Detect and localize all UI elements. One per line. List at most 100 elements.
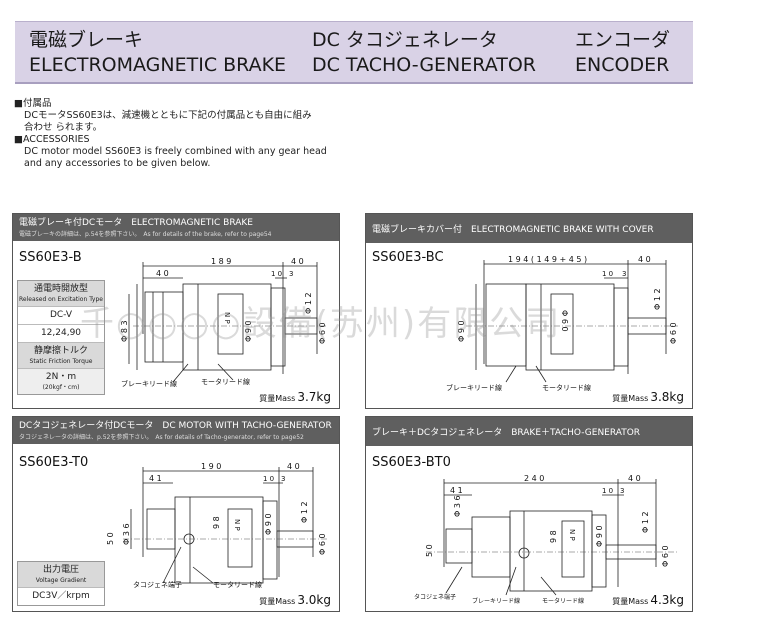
spec-torque: 静摩擦トルク Static Friction Torque	[18, 343, 104, 369]
spec-torque-nm: 2N・m	[45, 372, 77, 382]
spec-voltage-values: 12,24,90	[18, 325, 104, 343]
banner-encoder-jp: エンコーダ	[575, 29, 671, 51]
lead-tacho: タコジェネ端子	[133, 580, 182, 589]
dim-3: 3	[620, 487, 624, 495]
dim-np: N P	[568, 529, 576, 541]
spec-torque-kgf: (20kgf・cm)	[42, 384, 80, 391]
dim-40: 4 0	[287, 462, 300, 471]
dim-phi12: Φ 1 2	[641, 511, 650, 533]
lead-brake: ブレーキリード線	[446, 383, 502, 392]
panel-brake-spec: 通電時開放型 Released on Excitation Type DC-V …	[17, 280, 105, 395]
dim-40: 4 0	[638, 255, 651, 264]
dim-np: N P	[223, 312, 231, 324]
spec-type-en: Released on Excitation Type	[19, 296, 103, 303]
dim-10: 1 0	[271, 270, 282, 278]
dim-98: 9 8	[549, 530, 558, 543]
drawing-brake-tacho: 2 4 0 4 1 4 0 1 0 3 5 0 Φ 3 6 9 8 Φ 9 0 …	[414, 474, 678, 605]
dim-190: 1 9 0	[201, 462, 221, 471]
dim-phi90: Φ 9 0	[457, 320, 466, 342]
panel-brake-tacho: ブレーキ＋DCタコジェネレータ BRAKE＋TACHO-GENERATOR SS…	[365, 416, 693, 612]
spec-type-jp: 通電時開放型	[33, 284, 88, 294]
dim-phi60: Φ 6 0	[669, 322, 678, 344]
lead-motor: モータリード線	[201, 377, 250, 386]
dim-40b: 4 0	[291, 257, 304, 266]
panel-tacho-model: SS60E3-T0	[19, 455, 89, 470]
dim-240: 2 4 0	[524, 474, 544, 483]
panel-brake-tacho-header: ブレーキ＋DCタコジェネレータ BRAKE＋TACHO-GENERATOR	[366, 417, 692, 446]
panel-brake-header: 電磁ブレーキ付DCモータ ELECTROMAGNETIC BRAKE 電磁ブレー…	[13, 214, 339, 241]
dim-3: 3	[289, 270, 293, 278]
mass-value: 4.3kg	[650, 593, 684, 607]
spec-output-jp: 出力電圧	[42, 565, 79, 575]
dim-189: 1 8 9	[211, 257, 231, 266]
panel-brake-cover-title: 電磁ブレーキカバー付 ELECTROMAGNETIC BRAKE WITH CO…	[372, 225, 654, 235]
dim-np: N P	[233, 519, 241, 531]
lead-brake: ブレーキリード線	[472, 597, 520, 605]
panel-tacho-spec: 出力電圧 Voltage Gradient DC3V／krpm	[17, 561, 105, 606]
spec-type: 通電時開放型 Released on Excitation Type	[18, 281, 104, 307]
mass-label: 質量Mass	[259, 597, 296, 606]
banner-tacho: DC タコジェネレータ DC TACHO-GENERATOR	[312, 28, 536, 78]
drawing-brake: 1 8 9 4 0 4 0 1 0 3 Φ 8 3 Φ 9 0 Φ 1 2 Φ …	[120, 257, 328, 388]
spec-torque-value: 2N・m (20kgf・cm)	[18, 369, 104, 394]
banner-encoder: エンコーダ ENCODER	[575, 28, 670, 78]
dim-phi90: Φ 9 0	[244, 320, 253, 342]
spec-torque-en: Static Friction Torque	[29, 358, 93, 365]
header-banner: 電磁ブレーキ ELECTROMAGNETIC BRAKE DC タコジェネレータ…	[15, 21, 693, 84]
dim-3: 3	[622, 270, 626, 278]
panel-brake-cover: 電磁ブレーキカバー付 ELECTROMAGNETIC BRAKE WITH CO…	[365, 213, 693, 409]
drawing-tacho: 1 9 0 4 1 4 0 1 0 3 5 0 Φ 3 6 9 8 Φ 9 0 …	[106, 462, 328, 589]
lead-tacho: タコジェネ端子	[414, 593, 456, 601]
spec-voltage-gradient: 出力電圧 Voltage Gradient	[18, 562, 104, 588]
accessories-text-en-1: DC motor model SS60E3 is freely combined…	[24, 146, 327, 157]
accessories-heading-en: ■ACCESSORIES	[14, 134, 90, 145]
accessories-text-jp-2: 合わせ られます。	[24, 122, 103, 133]
banner-encoder-en: ENCODER	[575, 54, 670, 76]
banner-brake-jp: 電磁ブレーキ	[29, 29, 144, 51]
dim-phi83: Φ 8 3	[120, 320, 129, 342]
dim-194: 1 9 4 ( 1 4 9 + 4 5 )	[508, 255, 587, 264]
panel-brake-title: 電磁ブレーキ付DCモータ ELECTROMAGNETIC BRAKE	[19, 218, 253, 228]
accessories-text-jp-1: DCモータSS60E3は、減速機とともに下記の付属品とも自由に組み	[24, 110, 312, 121]
spec-voltage: DC-V	[18, 307, 104, 325]
dim-phi60: Φ 6 0	[318, 322, 327, 344]
spec-output-en: Voltage Gradient	[35, 577, 87, 584]
dim-phi12: Φ 1 2	[304, 292, 313, 314]
dim-10: 1 0	[263, 475, 274, 483]
dim-50: 5 0	[425, 544, 434, 557]
panel-brake-cover-model: SS60E3-BC	[372, 250, 444, 265]
dim-40a: 4 0	[156, 269, 169, 278]
mass-label: 質量Mass	[259, 394, 296, 403]
lead-motor: モータリード線	[542, 383, 591, 392]
dim-40: 4 0	[628, 474, 641, 483]
mass-value: 3.7kg	[297, 390, 331, 404]
panel-brake: 電磁ブレーキ付DCモータ ELECTROMAGNETIC BRAKE 電磁ブレー…	[12, 213, 340, 409]
panel-brake-model: SS60E3-B	[19, 250, 82, 265]
dim-41: 4 1	[149, 474, 162, 483]
banner-brake: 電磁ブレーキ ELECTROMAGNETIC BRAKE	[29, 28, 286, 78]
dim-10: 1 0	[602, 487, 613, 495]
dim-phi12: Φ 1 2	[300, 501, 309, 523]
mass-value: 3.8kg	[650, 390, 684, 404]
accessories-heading-jp: ■付属品	[14, 98, 52, 109]
lead-brake: ブレーキリード線	[121, 379, 177, 388]
dim-98: 9 8	[212, 516, 221, 529]
dim-50: 5 0	[106, 532, 115, 545]
dim-phi60-inner: Φ 6 0	[560, 310, 569, 332]
mass-label: 質量Mass	[612, 597, 649, 606]
dim-phi12: Φ 1 2	[653, 288, 662, 310]
dim-phi60: Φ 6 0	[661, 545, 670, 567]
panel-tacho: DCタコジェネレータ付DCモータ DC MOTOR WITH TACHO-GEN…	[12, 416, 340, 612]
panel-brake-tacho-model: SS60E3-BT0	[372, 455, 451, 470]
panel-brake-tacho-title: ブレーキ＋DCタコジェネレータ BRAKE＋TACHO-GENERATOR	[372, 428, 641, 438]
dim-phi90: Φ 9 0	[595, 525, 604, 547]
dim-phi36: Φ 3 6	[453, 495, 462, 517]
watermark: 千○○○○設備(苏州)有限公司	[80, 304, 562, 344]
mass-label: 質量Mass	[612, 394, 649, 403]
panel-tacho-subtitle: タコジェネレータの詳細は、p.52を参照下さい。 As for details …	[19, 434, 304, 441]
dim-41: 4 1	[450, 486, 463, 495]
dim-phi90: Φ 9 0	[264, 513, 273, 535]
